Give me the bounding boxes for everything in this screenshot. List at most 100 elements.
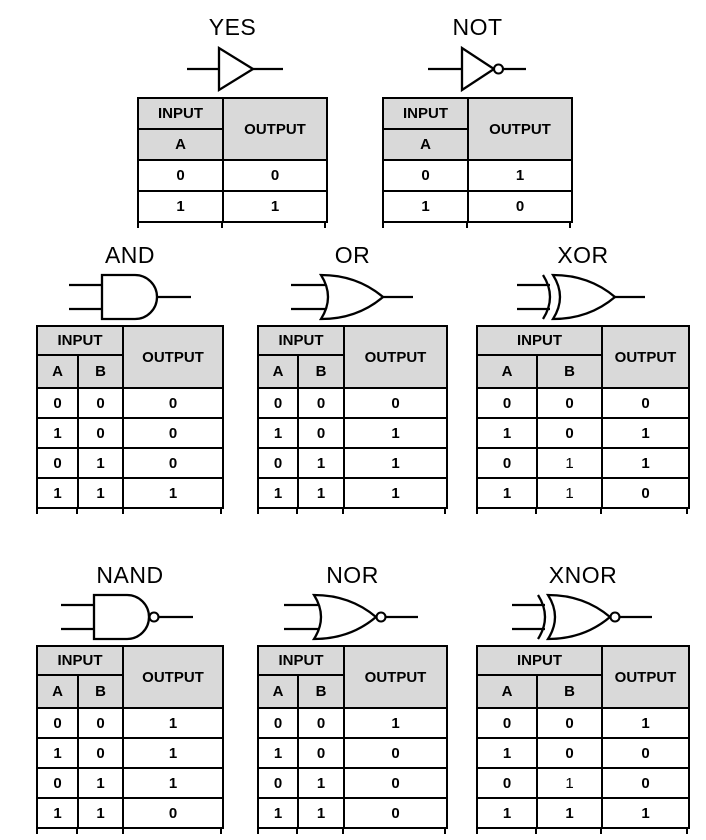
col-a-header: A — [476, 674, 538, 709]
col-b-header: B — [297, 674, 345, 709]
table-edge-tick — [342, 829, 344, 834]
cell-a: 1 — [257, 797, 299, 829]
col-a-header: A — [36, 674, 79, 709]
cell-a: 1 — [36, 797, 79, 829]
nand-gate-icon — [55, 591, 205, 643]
cell-a: 1 — [257, 417, 299, 449]
or-gate-section: OR INPUT OUTPUT A B 0 — [257, 240, 448, 514]
cell-b: 0 — [297, 707, 345, 739]
not-truth-table: INPUT OUTPUT A 0 1 1 0 — [382, 97, 573, 223]
input-header: INPUT — [137, 97, 224, 130]
table-edge-tick — [257, 509, 259, 514]
cell-out: 1 — [122, 767, 224, 799]
cell-out: 0 — [343, 737, 448, 769]
table-row: 1 0 1 — [36, 737, 224, 769]
gate-title: AND — [104, 242, 156, 268]
table-edge-tick — [466, 223, 468, 228]
table-edge-tick — [569, 223, 571, 228]
table-row: 0 0 1 — [257, 707, 448, 739]
nor-gate-icon — [278, 591, 428, 643]
table-row: 0 0 1 — [36, 707, 224, 739]
cell-out: 1 — [122, 707, 224, 739]
cell-b: 0 — [77, 707, 124, 739]
or-gate-icon — [285, 271, 420, 323]
table-edge-tick — [382, 223, 384, 228]
xnor-gate-section: XNOR INPUT OUTPUT A B — [476, 560, 690, 834]
and-truth-table-wrap: INPUT OUTPUT A B 0 0 0 1 0 0 — [36, 325, 224, 514]
table-row: 0 1 0 — [36, 447, 224, 479]
xnor-gate-icon — [508, 591, 658, 643]
yes-truth-table-wrap: INPUT OUTPUT A 0 0 1 1 — [137, 97, 328, 228]
xnor-truth-table-wrap: INPUT OUTPUT A B 0 0 1 1 0 0 — [476, 645, 690, 834]
cell-out: 0 — [601, 737, 690, 769]
output-header: OUTPUT — [601, 325, 690, 389]
nand-truth-table-wrap: INPUT OUTPUT A B 0 0 1 1 0 1 — [36, 645, 224, 834]
table-row: 0 1 — [382, 159, 573, 192]
cell-b: 1 — [536, 767, 603, 799]
cell-a: 1 — [476, 477, 538, 509]
col-b-header: B — [536, 354, 603, 389]
cell-a: 1 — [382, 190, 469, 223]
cell-out: 1 — [343, 477, 448, 509]
nor-gate-section: NOR INPUT OUTPUT A B — [257, 560, 448, 834]
cell-out: 1 — [222, 190, 328, 223]
table-row: 0 1 1 — [476, 447, 690, 479]
table-row: 0 1 1 — [257, 447, 448, 479]
cell-out: 0 — [601, 477, 690, 509]
cell-b: 1 — [77, 797, 124, 829]
table-edge-tick — [444, 829, 446, 834]
cell-b: 0 — [77, 387, 124, 419]
cell-out: 1 — [343, 707, 448, 739]
gate-title: XOR — [557, 242, 609, 268]
cell-b: 1 — [297, 767, 345, 799]
input-header: INPUT — [257, 645, 345, 676]
cell-b: 1 — [297, 477, 345, 509]
cell-a: 0 — [257, 447, 299, 479]
table-row: 1 0 0 — [257, 737, 448, 769]
table-row: 0 1 0 — [257, 767, 448, 799]
cell-a: 0 — [36, 707, 79, 739]
table-edge-tick — [600, 829, 602, 834]
xnor-truth-table: INPUT OUTPUT A B 0 0 1 1 0 0 — [476, 645, 690, 829]
input-header: INPUT — [476, 645, 603, 676]
cell-out: 0 — [122, 447, 224, 479]
cell-out: 0 — [601, 387, 690, 419]
cell-b: 1 — [77, 447, 124, 479]
cell-b: 0 — [536, 417, 603, 449]
cell-b: 0 — [297, 737, 345, 769]
table-edge-tick — [76, 829, 78, 834]
yes-truth-table: INPUT OUTPUT A 0 0 1 1 — [137, 97, 328, 223]
table-row: 1 0 0 — [36, 417, 224, 449]
cell-a: 0 — [476, 387, 538, 419]
yes-gate-section: YES INPUT OUTPUT A 0 0 1 — [137, 12, 328, 228]
nor-truth-table: INPUT OUTPUT A B 0 0 1 1 0 0 — [257, 645, 448, 829]
and-truth-table: INPUT OUTPUT A B 0 0 0 1 0 0 — [36, 325, 224, 509]
cell-a: 0 — [382, 159, 469, 192]
table-edge-tick — [444, 509, 446, 514]
cell-a: 0 — [36, 447, 79, 479]
cell-out: 1 — [122, 737, 224, 769]
col-b-header: B — [297, 354, 345, 389]
cell-out: 1 — [343, 417, 448, 449]
output-header: OUTPUT — [122, 325, 224, 389]
table-edge-tick — [122, 509, 124, 514]
gate-title: NAND — [96, 562, 164, 588]
cell-a: 1 — [36, 417, 79, 449]
cell-out: 0 — [122, 797, 224, 829]
table-row: 1 1 0 — [36, 797, 224, 829]
input-header: INPUT — [36, 645, 124, 676]
output-header: OUTPUT — [122, 645, 224, 709]
cell-b: 1 — [536, 447, 603, 479]
not-truth-table-wrap: INPUT OUTPUT A 0 1 1 0 — [382, 97, 573, 228]
cell-a: 0 — [257, 387, 299, 419]
cell-b: 1 — [77, 477, 124, 509]
cell-out: 0 — [343, 797, 448, 829]
table-edge-tick — [257, 829, 259, 834]
col-b-header: B — [536, 674, 603, 709]
table-row: 1 1 0 — [257, 797, 448, 829]
table-edge-tick — [600, 509, 602, 514]
table-row: 1 1 1 — [476, 797, 690, 829]
input-header: INPUT — [476, 325, 603, 356]
col-a-header: A — [36, 354, 79, 389]
cell-a: 1 — [476, 417, 538, 449]
